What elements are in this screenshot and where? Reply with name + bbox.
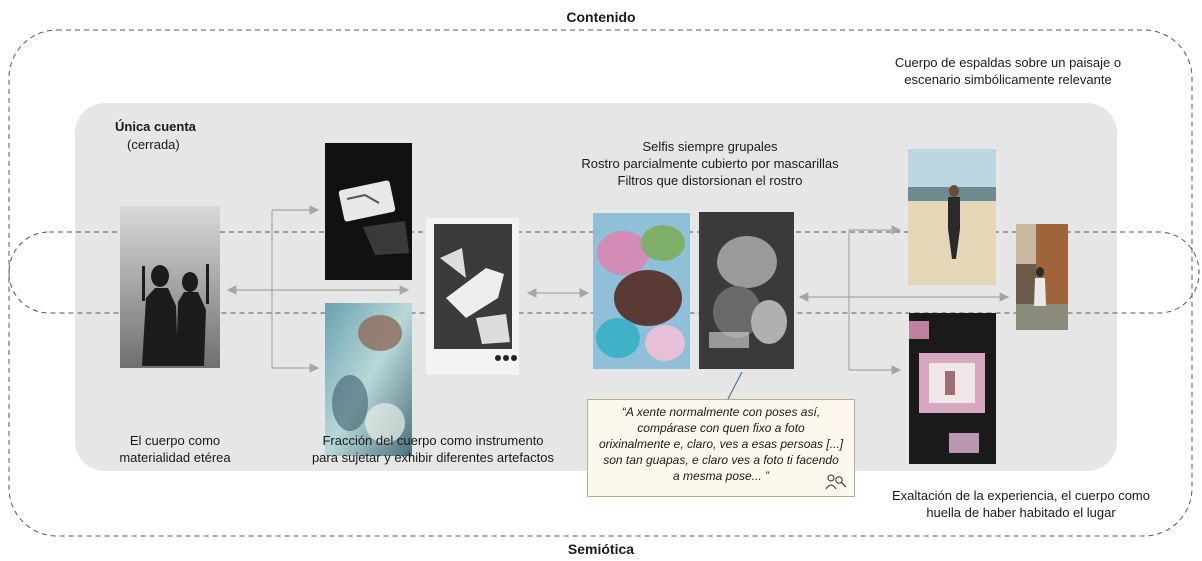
body-ethereal-line1: El cuerpo como [129,433,221,448]
back-line2: escenario simbólicamente relevante [904,72,1112,87]
beach-back-photo [908,149,996,285]
quote-line4: son tan guapas, e claro ves a foto ti fa… [603,453,839,467]
back-body-label: Cuerpo de espaldas sobre un paisaje o es… [868,54,1148,88]
quote-line2: compárase con quen fixo a foto [637,421,805,435]
title-contenido: Contenido [566,9,636,25]
hand-card-photo [325,143,412,280]
interview-quote-box: “A xente normalmente con poses así, comp… [587,399,855,497]
account-status: (cerrada) [127,137,180,152]
exaltation-label: Exaltación de la experiencia, el cuerpo … [868,487,1174,521]
selfies-line1: Selfis siempre grupales [642,139,778,154]
fraction-line1: Fracción del cuerpo como instrumento [322,433,544,448]
people-search-icon [825,474,847,490]
fraction-line2: para sujetar y exhibir diferentes artefa… [311,450,555,465]
quote-line3: orixinalmente e, claro, ves a esas perso… [598,437,844,451]
quote-line5: a mesma pose... ” [672,469,770,483]
quote-line1: “A xente normalmente con poses así, [621,405,821,419]
selfies-line2: Rostro parcialmente cubierto por mascari… [581,156,839,171]
group-selfie-bw-photo [699,212,794,369]
blurred-blue-photo [325,303,412,456]
selfies-label: Selfis siempre grupales Rostro parcialme… [560,138,860,189]
fraction-body-label: Fracción del cuerpo como instrumento par… [292,432,574,466]
body-ethereal-label: El cuerpo como materialidad etérea [110,432,240,466]
street-back-photo [1016,224,1068,330]
title-semiotica: Semiótica [567,541,635,557]
exalt-line2: huella de haber habitado el lugar [926,505,1116,520]
bw-hand-photo [426,218,519,375]
exalt-line1: Exaltación de la experiencia, el cuerpo … [892,488,1150,503]
selfies-line3: Filtros que distorsionan el rostro [617,173,803,188]
back-line1: Cuerpo de espaldas sobre un paisaje o [894,55,1122,70]
window-photo [909,313,996,464]
body-ethereal-line2: materialidad etérea [119,450,231,465]
group-selfie-color-photo [593,213,690,369]
account-name: Única cuenta [115,119,196,134]
silhouette-photo [120,206,220,368]
